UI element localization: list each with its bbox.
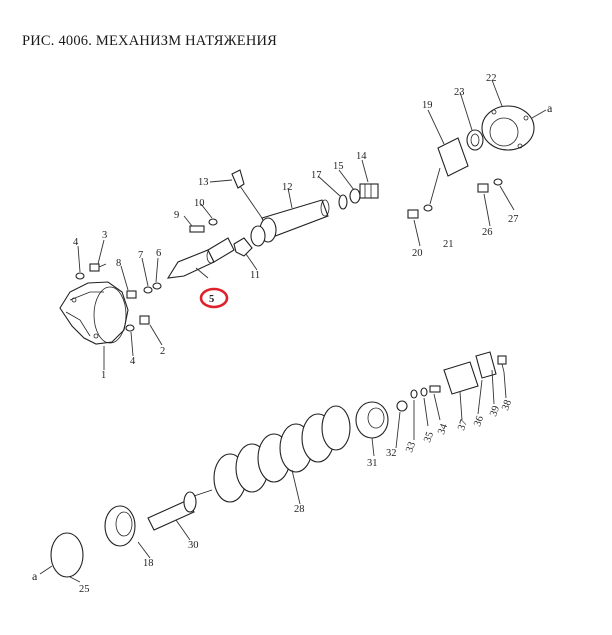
label-10: 10 <box>194 198 205 209</box>
label-7: 7 <box>138 250 143 261</box>
part-36-gasket <box>475 351 497 379</box>
part-4-washer-top <box>75 272 85 280</box>
part-23-seal <box>466 129 484 151</box>
highlight-circle-5 <box>199 287 229 309</box>
label-36: 36 <box>472 414 486 428</box>
part-6-7-washers <box>143 282 162 294</box>
label-14: 14 <box>356 151 367 162</box>
part-22-cover <box>481 105 535 151</box>
label-1: 1 <box>101 370 106 381</box>
callout-labels: 1 2 3 4 4 5 6 7 8 9 10 11 12 13 14 15 17… <box>32 73 553 595</box>
part-5-rod <box>166 237 235 279</box>
ref-a-bottom: a <box>32 569 38 583</box>
part-20-bolt <box>407 209 419 219</box>
label-18: 18 <box>143 558 154 569</box>
part-19-gasket <box>437 137 469 177</box>
label-13: 13 <box>198 177 209 188</box>
label-4-top: 4 <box>73 237 79 248</box>
part-33-35-washers <box>410 387 428 399</box>
label-26: 26 <box>482 227 493 238</box>
label-34: 34 <box>436 422 450 436</box>
leader-lines <box>39 79 547 583</box>
label-33: 33 <box>404 440 418 454</box>
label-12: 12 <box>282 182 293 193</box>
part-31-seat <box>355 401 389 439</box>
part-34-bolt <box>429 385 441 393</box>
label-20: 20 <box>412 248 423 259</box>
label-22: 22 <box>486 73 497 84</box>
part-2-bolt <box>139 315 150 325</box>
part-38-39-bolt <box>497 355 507 373</box>
label-37: 37 <box>456 418 470 432</box>
part-13-fitting <box>231 169 263 219</box>
part-10-washer <box>208 218 218 226</box>
part-37-plate <box>443 361 479 395</box>
part-18-flange <box>104 505 136 547</box>
label-9: 9 <box>174 210 179 221</box>
label-15: 15 <box>333 161 344 172</box>
label-32: 32 <box>386 448 397 459</box>
label-38: 38 <box>500 398 514 412</box>
label-35: 35 <box>422 430 436 444</box>
label-23: 23 <box>454 87 465 98</box>
part-3-bolt <box>89 263 107 272</box>
page-title: РИС. 4006. МЕХАНИЗМ НАТЯЖЕНИЯ <box>22 33 278 49</box>
part-9-bolt <box>189 225 205 233</box>
part-30-rod <box>147 489 213 531</box>
label-8: 8 <box>116 258 121 269</box>
label-2: 2 <box>160 346 165 357</box>
label-4-bottom: 4 <box>130 356 136 367</box>
part-26-bolt <box>477 183 489 193</box>
part-32-nut <box>396 400 408 412</box>
part-4-washer-bottom <box>125 324 135 332</box>
label-25: 25 <box>79 584 90 595</box>
part-8-bolt <box>126 290 137 299</box>
label-19: 19 <box>422 100 433 111</box>
part-12-cylinder <box>250 199 330 247</box>
label-30: 30 <box>188 540 199 551</box>
part-21-washer <box>423 204 433 212</box>
part-14-valve <box>359 183 379 199</box>
part-15-nut <box>349 188 361 204</box>
part-28-spring <box>213 405 351 503</box>
label-11: 11 <box>250 270 260 281</box>
label-5: 5 <box>209 294 214 305</box>
label-31: 31 <box>367 458 378 469</box>
part-1-housing <box>59 281 129 345</box>
part-27-washer <box>493 178 503 186</box>
part-11-block <box>233 237 253 257</box>
label-27: 27 <box>508 214 519 225</box>
label-21: 21 <box>443 239 454 250</box>
label-6: 6 <box>156 248 161 259</box>
part-25-ring <box>50 532 84 578</box>
part-17-ring <box>338 194 348 210</box>
label-28: 28 <box>294 504 305 515</box>
label-39: 39 <box>488 404 502 418</box>
label-3: 3 <box>102 230 107 241</box>
label-17: 17 <box>311 170 322 181</box>
ref-a-top: a <box>547 101 553 115</box>
